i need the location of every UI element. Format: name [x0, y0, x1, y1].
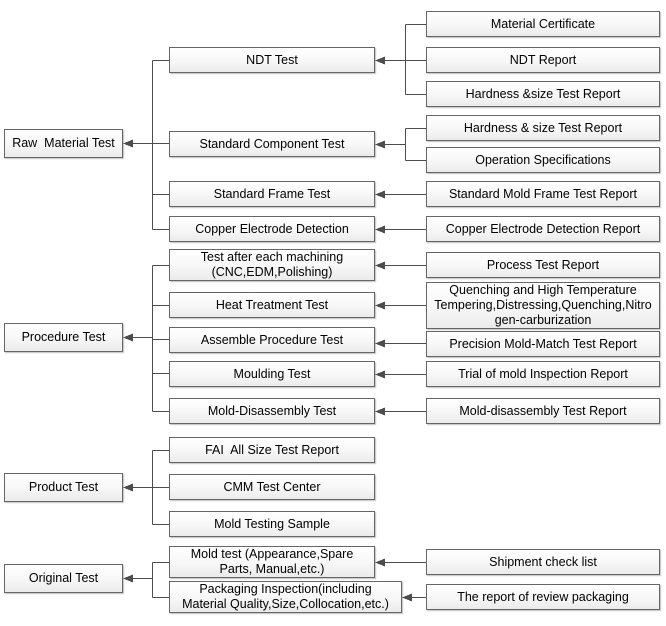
- node-mold-disassembly-test: Mold-Disassembly Test: [169, 398, 375, 424]
- node-ndt-report: NDT Report: [426, 47, 660, 73]
- node-mold-disassembly-test-report: Mold-disassembly Test Report: [426, 398, 660, 424]
- node-procedure-test: Procedure Test: [4, 323, 123, 352]
- node-ndt-test: NDT Test: [169, 47, 375, 73]
- node-standard-frame-test: Standard Frame Test: [169, 181, 375, 207]
- node-quenching-treatments: Quenching and High Temperature Tempering…: [426, 282, 660, 329]
- node-test-after-each-machining: Test after each machining (CNC,EDM,Polis…: [169, 249, 375, 281]
- node-assemble-procedure-test: Assemble Procedure Test: [169, 327, 375, 353]
- node-hardness-size-test-report-2: Hardness & size Test Report: [426, 115, 660, 141]
- node-mold-test-appearance: Mold test (Appearance,Spare Parts, Manua…: [169, 546, 375, 578]
- node-copper-electrode-detection: Copper Electrode Detection: [169, 216, 375, 242]
- node-material-certificate: Material Certificate: [426, 11, 660, 37]
- node-cmm-test-center: CMM Test Center: [169, 474, 375, 500]
- node-packaging-inspection: Packaging Inspection(including Material …: [169, 581, 402, 613]
- node-trial-of-mold-inspection-report: Trial of mold Inspection Report: [426, 361, 660, 387]
- node-process-test-report: Process Test Report: [426, 252, 660, 278]
- node-report-of-review-packaging: The report of review packaging: [426, 584, 660, 610]
- node-fai-all-size-test-report: FAI All Size Test Report: [169, 437, 375, 463]
- node-mold-testing-sample: Mold Testing Sample: [169, 511, 375, 537]
- node-raw-material-test: Raw Material Test: [4, 129, 123, 158]
- node-moulding-test: Moulding Test: [169, 361, 375, 387]
- node-hardness-size-test-report-1: Hardness &size Test Report: [426, 81, 660, 107]
- node-original-test: Original Test: [4, 564, 123, 593]
- node-heat-treatment-test: Heat Treatment Test: [169, 292, 375, 318]
- node-copper-electrode-detection-report: Copper Electrode Detection Report: [426, 216, 660, 242]
- node-product-test: Product Test: [4, 473, 123, 502]
- node-shipment-check-list: Shipment check list: [426, 549, 660, 575]
- node-standard-mold-frame-test-report: Standard Mold Frame Test Report: [426, 181, 660, 207]
- node-precision-mold-match-test-report: Precision Mold-Match Test Report: [426, 331, 660, 357]
- node-standard-component-test: Standard Component Test: [169, 131, 375, 157]
- node-operation-specifications: Operation Specifications: [426, 147, 660, 173]
